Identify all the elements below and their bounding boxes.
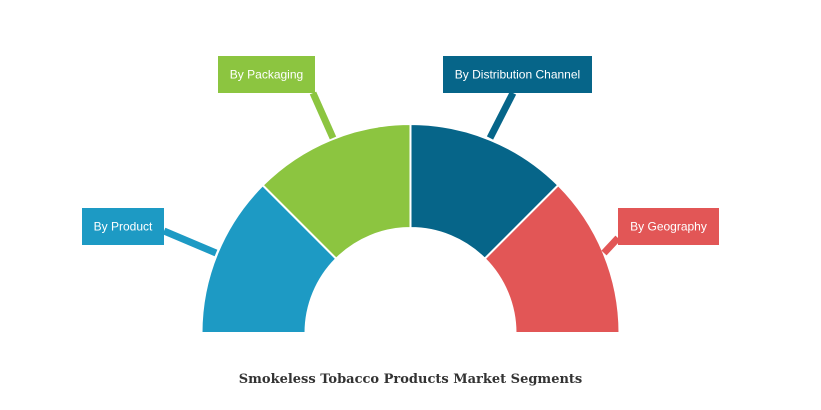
label-by-packaging: By Packaging: [218, 56, 315, 93]
label-box: [443, 56, 592, 93]
labels-layer: By Product By Packaging By Distribution Ch…: [82, 56, 719, 245]
label-text: By Distribution Channel: [455, 68, 580, 82]
label-by-product: By Product: [82, 208, 164, 245]
label-text: By Product: [94, 220, 153, 234]
label-box: [82, 208, 164, 245]
slice-by-geography[interactable]: [483, 183, 621, 334]
label-text: By Geography: [630, 220, 707, 234]
label-box: [218, 56, 315, 93]
connector-by-distribution-channel: [486, 91, 517, 140]
chart-title: Smokeless Tobacco Products Market Segmen…: [238, 372, 583, 387]
connector-by-product: [162, 227, 218, 257]
slices-layer: [200, 122, 621, 334]
label-box: [618, 208, 719, 245]
connectors-layer: [162, 91, 621, 257]
label-by-geography: By Geography: [618, 208, 719, 245]
label-text: By Packaging: [230, 68, 303, 82]
connector-by-packaging: [309, 91, 337, 140]
connector-by-geography: [601, 235, 621, 256]
label-by-distribution-channel: By Distribution Channel: [443, 56, 592, 93]
